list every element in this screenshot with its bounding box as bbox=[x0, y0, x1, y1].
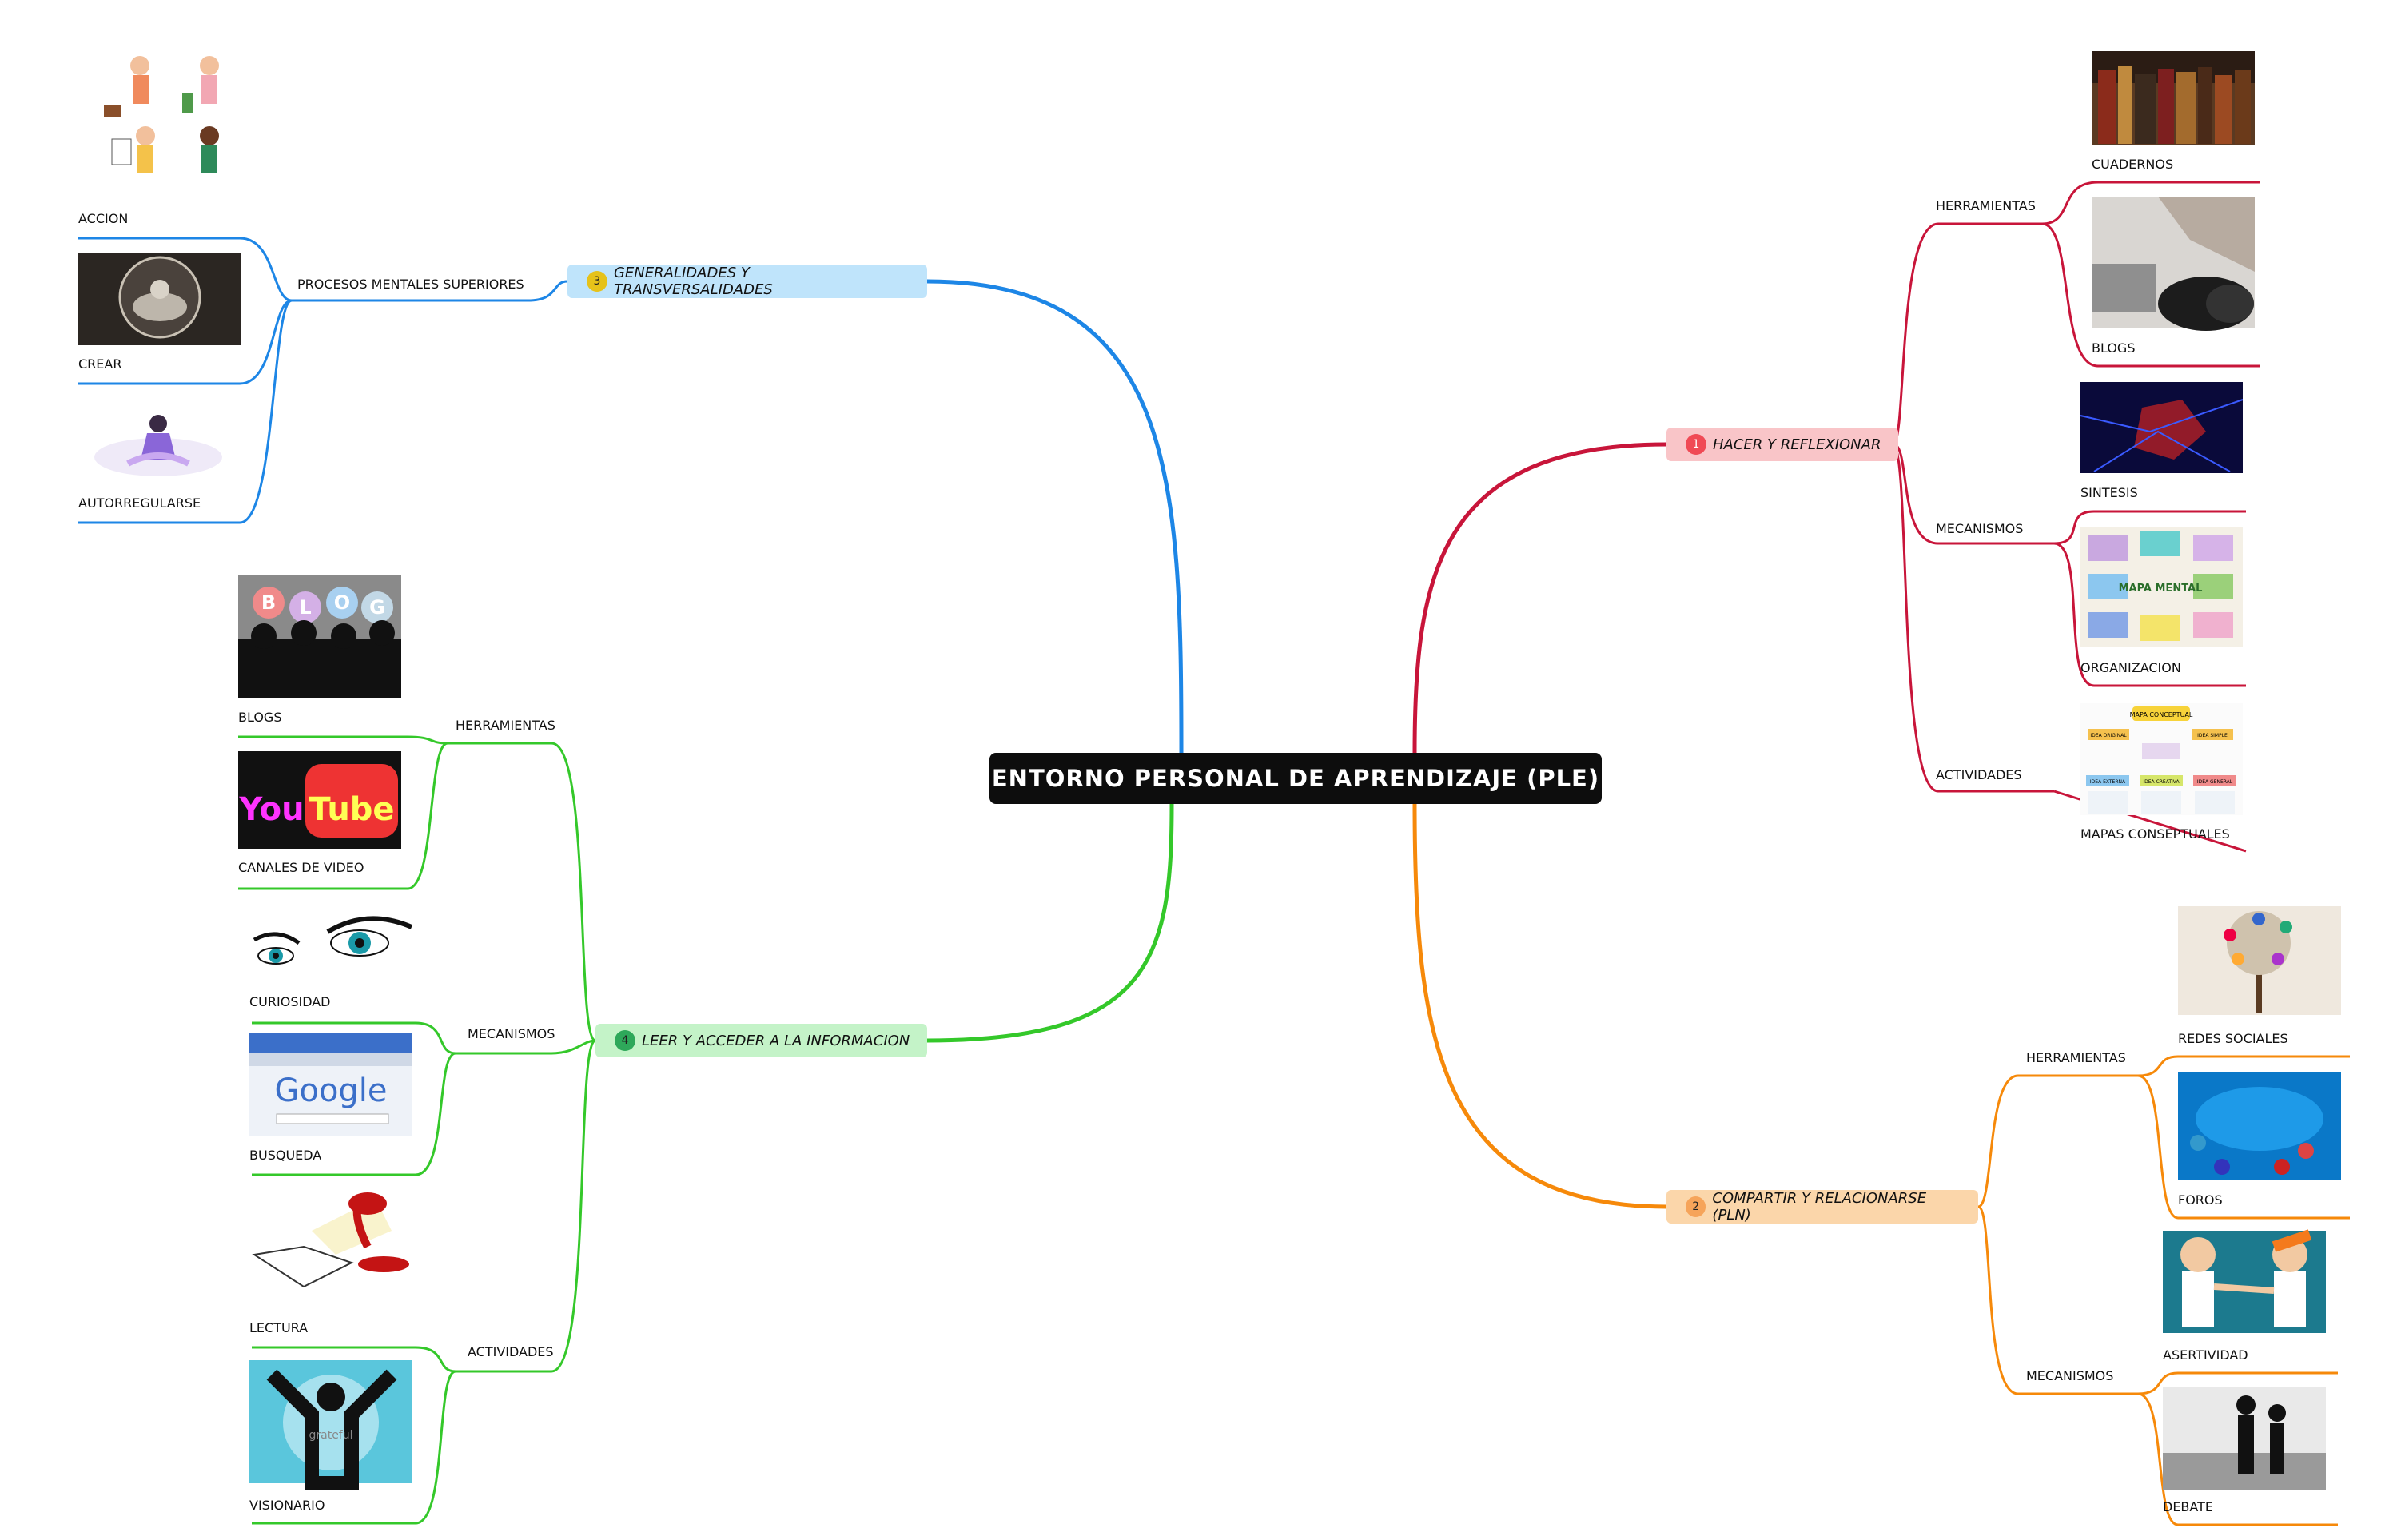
network-image bbox=[2080, 382, 2244, 473]
laptop-camera-image bbox=[2092, 197, 2255, 331]
branch-4-label: LEER Y ACCEDER A LA INFORMACION bbox=[642, 1032, 910, 1049]
lamp-book-image bbox=[249, 1188, 412, 1295]
b2-foros-label[interactable]: FOROS bbox=[2178, 1192, 2223, 1208]
concept-map-image-top: MAPA CONCEPTUAL bbox=[2130, 711, 2193, 718]
b2-debate-label[interactable]: DEBATE bbox=[2163, 1499, 2213, 1514]
blog-silhouettes-image: B L O G bbox=[238, 575, 401, 698]
mind-map-image: MAPA MENTAL bbox=[2080, 527, 2243, 647]
concept-map-image-a: IDEA ORIGINAL bbox=[2090, 733, 2127, 738]
b4-canales-label[interactable]: CANALES DE VIDEO bbox=[238, 860, 364, 875]
b4-mecanismos-label[interactable]: MECANISMOS bbox=[468, 1026, 555, 1041]
branch-compartir-y-relacionarse[interactable]: 2 COMPARTIR Y RELACIONARSE (PLN) bbox=[1666, 1190, 1978, 1224]
b3-accion-label[interactable]: ACCION bbox=[78, 211, 129, 226]
connector-central-b4 bbox=[926, 803, 1174, 1043]
branch-2-number-badge: 2 bbox=[1686, 1196, 1706, 1217]
branch-2-label: COMPARTIR Y RELACIONARSE (PLN) bbox=[1712, 1190, 1927, 1224]
connector-central-b1 bbox=[1412, 442, 1667, 754]
b1-sintesis-label[interactable]: SINTESIS bbox=[2080, 485, 2138, 500]
visionary-word: grateful bbox=[309, 1429, 352, 1442]
concept-map-image-c: IDEA EXTERNA bbox=[2090, 779, 2126, 785]
branch4-lines bbox=[238, 735, 596, 1525]
visionary-image: grateful bbox=[249, 1360, 412, 1490]
google-word: Google bbox=[274, 1072, 387, 1109]
social-tree-image bbox=[2178, 906, 2341, 1015]
youtube-image: You Tube bbox=[238, 751, 401, 849]
youtube-tube: Tube bbox=[309, 791, 394, 828]
b2-asertividad-label[interactable]: ASERTIVIDAD bbox=[2163, 1347, 2248, 1363]
central-topic-label: ENTORNO PERSONAL DE APRENDIZAJE (PLE) bbox=[991, 765, 1600, 792]
branch-1-label: HACER Y REFLEXIONAR bbox=[1713, 436, 1881, 453]
connector-central-b3 bbox=[926, 279, 1184, 754]
blog-letter-b: B bbox=[261, 591, 276, 614]
meditation-image bbox=[78, 400, 241, 483]
branch-leer-y-acceder[interactable]: 4 LEER Y ACCEDER A LA INFORMACION bbox=[595, 1024, 927, 1057]
people-action-image bbox=[78, 51, 225, 195]
google-image: Google bbox=[249, 1033, 412, 1136]
debate-image bbox=[2163, 1387, 2326, 1490]
b1-cuadernos-label[interactable]: CUADERNOS bbox=[2092, 157, 2174, 172]
branch-4-number-badge: 4 bbox=[615, 1030, 635, 1051]
connector-central-b2 bbox=[1412, 803, 1667, 1209]
b1-blogs-label[interactable]: BLOGS bbox=[2092, 340, 2136, 356]
branch2-lines bbox=[1977, 1055, 2350, 1526]
b2-mecanismos-label[interactable]: MECANISMOS bbox=[2026, 1368, 2114, 1383]
b1-actividades-label[interactable]: ACTIVIDADES bbox=[1936, 767, 2022, 782]
branch-3-number-badge: 3 bbox=[587, 271, 607, 292]
handshake-image bbox=[2163, 1229, 2326, 1333]
blog-letter-g: G bbox=[369, 596, 385, 619]
b4-actividades-label[interactable]: ACTIVIDADES bbox=[468, 1344, 554, 1359]
b1-organizacion-label[interactable]: ORGANIZACION bbox=[2080, 660, 2181, 675]
branch-3-label: GENERALIDADES Y TRANSVERSALIDADES bbox=[613, 265, 773, 298]
b4-lectura-label[interactable]: LECTURA bbox=[249, 1320, 309, 1335]
b4-curiosidad-label[interactable]: CURIOSIDAD bbox=[249, 994, 331, 1009]
concept-map-image-e: IDEA GENERAL bbox=[2197, 779, 2233, 785]
branch3-lines bbox=[78, 237, 568, 524]
b4-busqueda-label[interactable]: BUSQUEDA bbox=[249, 1148, 322, 1163]
branch-1-number-badge: 1 bbox=[1686, 434, 1706, 455]
branch-hacer-y-reflexionar[interactable]: 1 HACER Y REFLEXIONAR bbox=[1666, 428, 1898, 461]
concept-map-image-d: IDEA CREATIVA bbox=[2143, 779, 2180, 785]
b3-autorregularse-label[interactable]: AUTORREGULARSE bbox=[78, 495, 201, 511]
b3-procesos-label[interactable]: PROCESOS MENTALES SUPERIORES bbox=[297, 277, 524, 292]
world-social-image bbox=[2178, 1072, 2341, 1180]
mind-map-image-label: MAPA MENTAL bbox=[2119, 583, 2203, 595]
blog-letter-l: L bbox=[299, 596, 311, 619]
branch-generalidades-y-transversalidades[interactable]: 3 GENERALIDADES Y TRANSVERSALIDADES bbox=[567, 265, 927, 298]
b2-herramientas-label[interactable]: HERRAMIENTAS bbox=[2026, 1050, 2126, 1065]
b1-mapas-label[interactable]: MAPAS CONSEPTUALES bbox=[2080, 826, 2230, 842]
concept-map-image-b: IDEA SIMPLE bbox=[2197, 733, 2228, 738]
youtube-you: You bbox=[238, 791, 304, 828]
central-topic[interactable]: ENTORNO PERSONAL DE APRENDIZAJE (PLE) bbox=[989, 753, 1602, 804]
b4-visionario-label[interactable]: VISIONARIO bbox=[249, 1498, 325, 1513]
b4-herramientas-label[interactable]: HERRAMIENTAS bbox=[456, 718, 555, 733]
blog-letter-o: O bbox=[334, 591, 350, 614]
b3-crear-label[interactable]: CREAR bbox=[78, 356, 122, 372]
b1-herramientas-label[interactable]: HERRAMIENTAS bbox=[1936, 198, 2036, 213]
b1-mecanismos-label[interactable]: MECANISMOS bbox=[1936, 521, 2024, 536]
b2-redes-sociales-label[interactable]: REDES SOCIALES bbox=[2178, 1031, 2288, 1046]
b4-blogs-label[interactable]: BLOGS bbox=[238, 710, 282, 725]
crystal-ball-image bbox=[78, 253, 241, 345]
concept-map-image: MAPA CONCEPTUAL IDEA ORIGINAL IDEA SIMPL… bbox=[2080, 703, 2243, 815]
books-image bbox=[2092, 51, 2255, 145]
eyes-image bbox=[249, 911, 413, 983]
